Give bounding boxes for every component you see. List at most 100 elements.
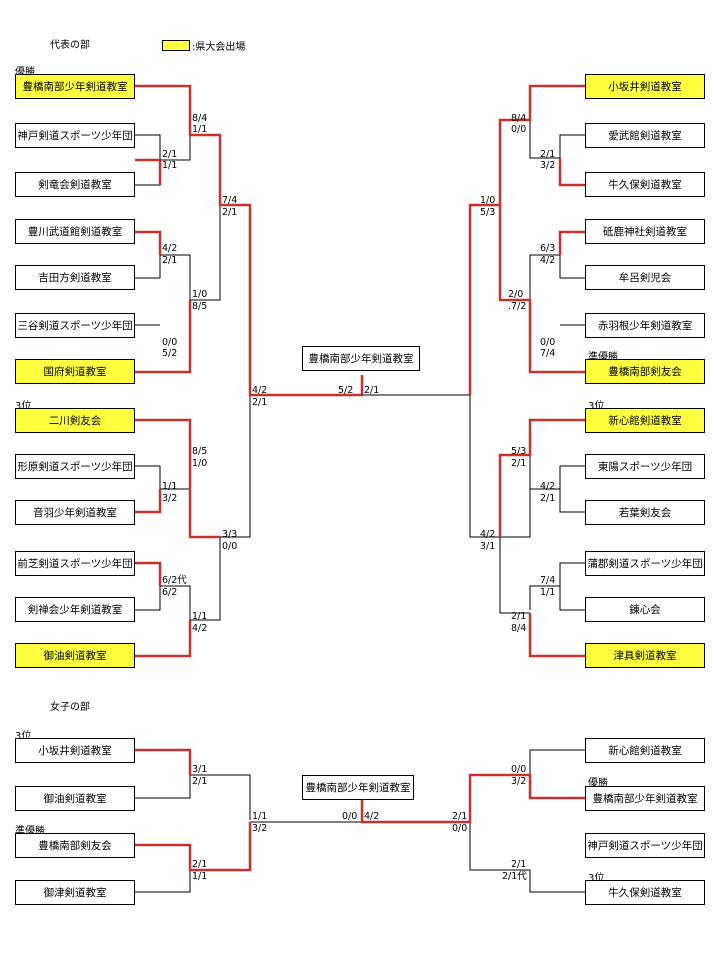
score-label: 6/2代: [162, 575, 187, 586]
team-box: 吉田方剣道教室: [15, 265, 135, 290]
score-label: 4/2: [480, 529, 496, 540]
score-label: 1/0: [480, 195, 496, 206]
team-box: 神戸剣道スポーツ少年団: [15, 123, 135, 148]
team-box: 小坂井剣道教室: [585, 74, 705, 99]
score-label: 3/2: [162, 493, 178, 504]
score-label: 1/0: [192, 458, 208, 469]
score-label: 2/1: [252, 397, 268, 408]
score-label: 5/2: [162, 348, 178, 359]
score-label: 0/0: [162, 337, 178, 348]
score-label: 4/2: [192, 623, 208, 634]
placement-label: 準優勝: [588, 352, 618, 363]
score-label: 6/3: [540, 243, 556, 254]
team-box: 豊橋南部剣友会: [15, 833, 135, 858]
score-label: 5/3: [480, 207, 496, 218]
team-box: 小坂井剣道教室: [15, 738, 135, 763]
score-label: 8/4: [511, 113, 527, 124]
score-label: 8/4: [192, 113, 208, 124]
score-label: 2/1代: [502, 871, 527, 882]
team-box: 豊川武道館剣道教室: [15, 219, 135, 244]
team-box: 御油剣道教室: [15, 786, 135, 811]
team-box: 愛武館剣道教室: [585, 123, 705, 148]
score-label: 2/1: [511, 859, 527, 870]
placement-label: 3位: [15, 731, 32, 742]
team-box: 御油剣道教室: [15, 643, 135, 668]
score-label: 1/1: [192, 611, 208, 622]
placement-label: 3位: [588, 401, 605, 412]
team-box: 剣竜会剣道教室: [15, 172, 135, 197]
team-box: 若葉剣友会: [585, 500, 705, 525]
score-label: 3/3: [222, 529, 238, 540]
girls-champion-box: 豊橋南部少年剣道教室: [302, 775, 414, 800]
score-label: 0/0: [452, 823, 468, 834]
score-label: 0/0: [511, 764, 527, 775]
team-box: 赤羽根少年剣道教室: [585, 313, 705, 338]
placement-label: 優勝: [15, 67, 35, 78]
score-label: 6/2: [162, 587, 178, 598]
score-label: 2/1: [162, 255, 178, 266]
placement-label: 優勝: [588, 778, 608, 789]
team-box: 形原剣道スポーツ少年団: [15, 454, 135, 479]
legend-swatch: [162, 40, 190, 51]
score-label: 2/1: [162, 149, 178, 160]
team-box: 二川剣友会: [15, 408, 135, 433]
score-label: 1/1: [540, 587, 556, 598]
team-box: 新心館剣道教室: [585, 408, 705, 433]
team-box: 豊橋南部少年剣道教室: [585, 786, 705, 811]
team-box: 錬心会: [585, 597, 705, 622]
score-label: 7/4: [540, 575, 556, 586]
score-label: 2/1: [511, 611, 527, 622]
team-box: 前芝剣道スポーツ少年団: [15, 551, 135, 576]
score-label: 4/2: [540, 481, 556, 492]
score-label: 3/1: [480, 541, 496, 552]
team-box: 豊橋南部剣友会: [585, 359, 705, 384]
team-box: 神戸剣道スポーツ少年団: [585, 833, 705, 858]
score-label: 3/2: [252, 823, 268, 834]
team-box: 新心館剣道教室: [585, 738, 705, 763]
score-label: 8/5: [192, 446, 208, 457]
team-box: 牛久保剣道教室: [585, 172, 705, 197]
score-label: 4/2: [252, 385, 268, 396]
team-box: 国府剣道教室: [15, 359, 135, 384]
team-box: 東陽スポーツ少年団: [585, 454, 705, 479]
team-box: 牛久保剣道教室: [585, 880, 705, 905]
score-label: 2/1: [222, 207, 238, 218]
score-label: 0/0: [222, 541, 238, 552]
girls-section-title: 女子の部: [50, 702, 90, 713]
score-label: 0/0: [511, 124, 527, 135]
score-label: 4/2: [162, 243, 178, 254]
team-box: 蒲郡剣道スポーツ少年団: [585, 551, 705, 576]
score-label: 2/1: [364, 385, 380, 396]
score-label: 1/1: [252, 811, 268, 822]
boys-section-title: 代表の部: [50, 40, 90, 51]
score-label: 2/1: [511, 458, 527, 469]
score-label: 5/2: [338, 385, 354, 396]
score-label: 1/1: [192, 871, 208, 882]
score-label: 1/1: [162, 160, 178, 171]
score-label: 4/2: [540, 255, 556, 266]
placement-label: 3位: [588, 873, 605, 884]
team-box: 津具剣道教室: [585, 643, 705, 668]
score-label: 2/1: [540, 493, 556, 504]
score-label: 5/3: [511, 446, 527, 457]
placement-label: 準優勝: [15, 826, 45, 837]
score-label: 7/4: [540, 348, 556, 359]
placement-label: 3位: [15, 401, 32, 412]
score-label: 2/1: [192, 859, 208, 870]
score-label: 0/0: [540, 337, 556, 348]
team-box: 砥鹿神社剣道教室: [585, 219, 705, 244]
score-label: 1/0: [192, 289, 208, 300]
score-label: 3/2: [511, 776, 527, 787]
score-label: 2/1: [540, 149, 556, 160]
boys-champion-box: 豊橋南部少年剣道教室: [302, 346, 420, 371]
legend-text: :県大会出場: [192, 42, 246, 53]
score-label: 3/1: [192, 764, 208, 775]
score-label: 8/4: [511, 623, 527, 634]
score-label: 0/0: [342, 811, 358, 822]
score-label: .7/2: [508, 301, 527, 312]
team-box: 音羽少年剣道教室: [15, 500, 135, 525]
score-label: 1/1: [162, 481, 178, 492]
team-box: 御津剣道教室: [15, 880, 135, 905]
score-label: 7/4: [222, 195, 238, 206]
